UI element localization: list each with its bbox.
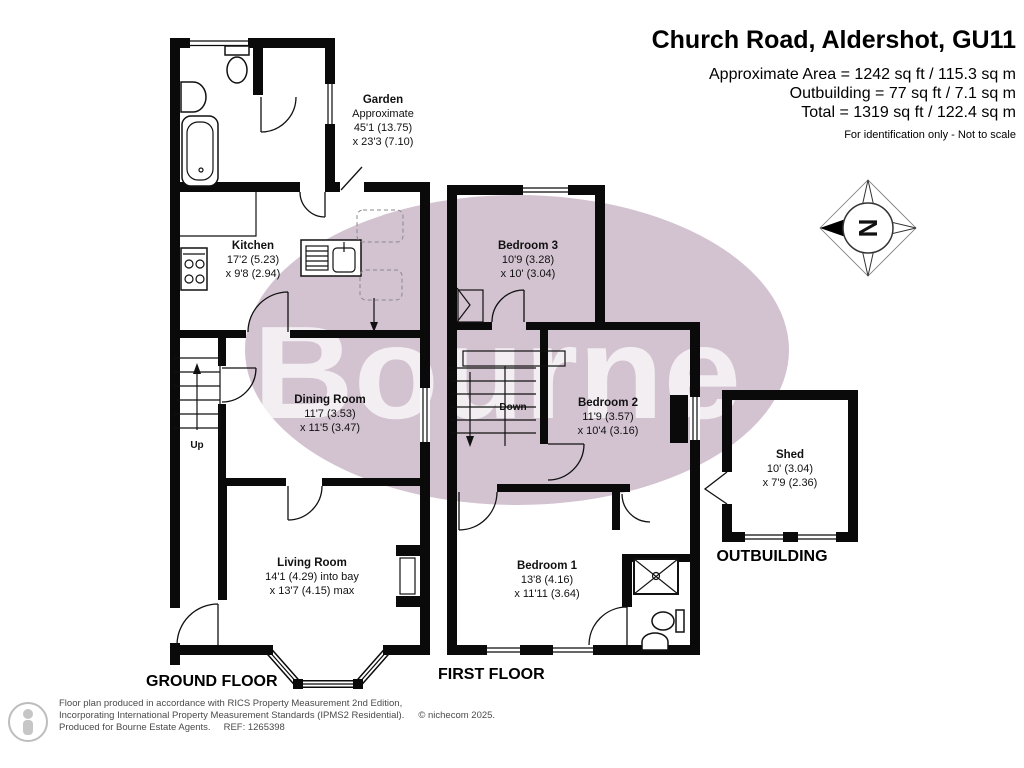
kitchen-counter — [180, 192, 257, 237]
bedroom2-dim: x 10'4 (3.16) — [578, 425, 639, 437]
kitchen-label: Kitchen — [232, 240, 274, 252]
bathtub — [181, 115, 219, 187]
bedroom2-dim: 11'9 (3.57) — [582, 411, 633, 423]
outbuilding-label: OUTBUILDING — [716, 548, 827, 565]
first-floor-plan: Bedroom 3 10'9 (3.28) x 10' (3.04) Bedro… — [438, 185, 700, 683]
living-room-dim: 14'1 (4.29) into bay — [265, 571, 359, 583]
first-floor-windows — [487, 185, 700, 655]
outbuilding-area-text: Outbuilding = 77 sq ft / 7.1 sq m — [789, 85, 1016, 102]
shower — [633, 558, 679, 595]
copyright-text: © nichecom 2025. — [418, 710, 496, 721]
ground-floor-label: GROUND FLOOR — [146, 673, 278, 690]
toilet — [651, 609, 685, 633]
dining-room-dim: 11'7 (3.53) — [304, 408, 355, 420]
produced-for-text: Produced for Bourne Estate Agents. — [59, 722, 211, 733]
outbuilding-plan: Shed 10' (3.04) x 7'9 (2.36) OUTBUILDING — [703, 390, 858, 565]
nichecom-logo-icon — [8, 702, 48, 742]
watermark-ellipse — [245, 195, 789, 505]
bedroom3-dim: x 10' (3.04) — [501, 268, 556, 280]
bay-window — [263, 645, 393, 689]
compass-north-label: N — [853, 219, 883, 238]
footer-line2: Incorporating International Property Mea… — [59, 710, 495, 722]
approximate-area-text: Approximate Area = 1242 sq ft / 115.3 sq… — [709, 66, 1016, 83]
compass-icon: N — [819, 179, 917, 277]
stairs-up — [174, 352, 221, 438]
shed-dim: 10' (3.04) — [767, 463, 813, 475]
bedroom1-dim: 13'8 (4.16) — [521, 574, 573, 586]
bedroom1-dim: x 11'11 (3.64) — [514, 588, 579, 600]
living-room-dim: x 13'7 (4.15) max — [270, 585, 355, 597]
total-area-text: Total = 1319 sq ft / 122.4 sq m — [801, 104, 1016, 121]
outbuilding-walls — [722, 390, 858, 542]
rooflight — [359, 269, 403, 301]
wardrobe — [456, 287, 484, 323]
toilet — [224, 45, 250, 84]
dining-room-label: Dining Room — [294, 394, 366, 406]
garden-label: Garden — [363, 94, 403, 106]
footer-standards: Incorporating International Property Mea… — [59, 710, 405, 721]
header: Church Road, Aldershot, GU11 Approximate… — [652, 26, 1016, 141]
disclaimer-text: For identification only - Not to scale — [844, 129, 1016, 141]
kitchen-dim: x 9'8 (2.94) — [226, 268, 281, 280]
footer-line1: Floor plan produced in accordance with R… — [59, 698, 403, 709]
bedroom2-label: Bedroom 2 — [578, 397, 638, 409]
basin — [641, 632, 669, 651]
living-room-label: Living Room — [277, 557, 347, 569]
rooflight — [356, 209, 404, 243]
fireplace — [399, 557, 416, 595]
footer-line3: Produced for Bourne Estate Agents. REF: 1… — [59, 722, 495, 734]
reference-number: REF: 1265398 — [223, 722, 285, 733]
sink-unit — [300, 239, 362, 277]
footer-text: Floor plan produced in accordance with R… — [59, 698, 495, 734]
first-floor-label: FIRST FLOOR — [438, 666, 545, 683]
kitchen-dim: 17'2 (5.23) — [227, 254, 279, 266]
ground-floor-doors — [176, 96, 363, 646]
ground-floor-walls — [170, 38, 430, 665]
shed-door — [703, 471, 728, 505]
shed-dim: x 7'9 (2.36) — [763, 477, 818, 489]
dining-room-dim: x 11'5 (3.47) — [300, 422, 360, 434]
garden-dim: 45'1 (13.75) — [354, 122, 412, 134]
footer: Floor plan produced in accordance with R… — [6, 698, 495, 746]
bedroom3-label: Bedroom 3 — [498, 240, 558, 252]
stairs-down — [450, 350, 566, 447]
bedroom3-dim: 10'9 (3.28) — [502, 254, 554, 266]
hob — [180, 247, 208, 291]
stairs-up-label: Up — [190, 440, 203, 451]
first-floor-doors — [458, 289, 651, 646]
page-title: Church Road, Aldershot, GU11 — [651, 26, 1016, 54]
bedroom1-label: Bedroom 1 — [517, 560, 578, 572]
garden-dim: Approximate — [352, 108, 414, 120]
ground-floor-windows — [190, 38, 430, 442]
stairs-down-label: Down — [499, 402, 526, 413]
door-swing-arrow — [370, 298, 378, 332]
shed-label: Shed — [776, 449, 804, 461]
basin — [180, 81, 207, 113]
garden-dim: x 23'3 (7.10) — [353, 136, 414, 148]
outbuilding-windows — [745, 532, 836, 542]
ground-floor-plan: Garden Approximate 45'1 (13.75) x 23'3 (… — [146, 38, 430, 690]
